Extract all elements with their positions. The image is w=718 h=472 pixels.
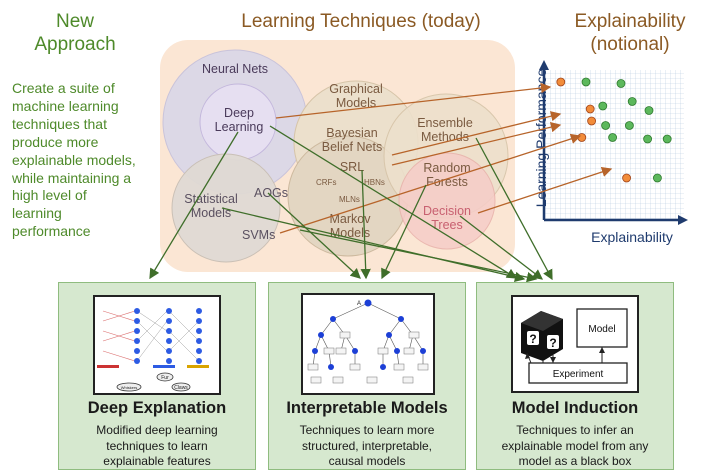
question-mark-1: ? [529, 332, 536, 346]
mlns-label: MLNs [339, 195, 360, 204]
explainability-heading: Explainability (notional) [574, 11, 686, 56]
interpretable-models-title: Interpretable Models [286, 399, 448, 417]
panel-model-induction: ? ? Model Experiment Model Induction Tec… [476, 282, 674, 470]
green-point-0 [581, 77, 591, 87]
panel-interpretable-models: A Interpretable Models Techniques to lea… [268, 282, 466, 470]
x-axis-label: Explainability [591, 229, 673, 245]
green-point-2 [598, 101, 608, 111]
model-induction-image: ? ? Model Experiment [511, 295, 639, 393]
srl-label: SRL [339, 160, 365, 174]
tree-graph-icon: A [307, 299, 429, 384]
whiskers-label: Whiskers [121, 385, 137, 390]
green-point-5 [601, 121, 610, 130]
green-point-9 [662, 134, 672, 144]
svms-label: SVMs [242, 228, 276, 242]
interpretable-models-image: A [301, 293, 435, 395]
crfs-label: CRFs [316, 178, 337, 187]
learning-techniques-heading: Learning Techniques (today) [241, 11, 481, 32]
green-point-7 [608, 133, 617, 142]
new-approach-heading: New Approach [34, 11, 116, 56]
deep-explanation-title: Deep Explanation [87, 399, 227, 417]
green-point-4 [644, 106, 654, 115]
orange-point-2 [587, 116, 596, 126]
aogs-label: AOGs [254, 186, 289, 200]
green-point-8 [643, 134, 652, 144]
neural-nets-label: Neural Nets [202, 62, 268, 76]
orange-point-0 [556, 77, 566, 87]
chart-plot-area [544, 70, 684, 220]
claws-label: Claws [174, 385, 188, 391]
experiment-box-label: Experiment [553, 369, 604, 380]
model-induction-title: Model Induction [511, 399, 639, 417]
green-point-3 [627, 97, 637, 106]
hbns-label: HBNs [364, 178, 385, 187]
green-point-6 [625, 121, 634, 130]
explainability-chart [539, 60, 688, 225]
model-box-label: Model [588, 324, 615, 335]
orange-point-4 [622, 173, 631, 183]
tree-root-label: A [357, 301, 361, 307]
panel-deep-explanation: Fur Whiskers Claws Deep Explanation Modi… [58, 282, 256, 470]
question-mark-2: ? [549, 336, 556, 350]
black-box-icon: ? ? Model Experiment [521, 308, 628, 384]
orange-point-1 [585, 104, 595, 114]
y-axis-arrow [539, 60, 549, 70]
fur-label: Fur [161, 375, 169, 381]
x-axis-arrow [678, 215, 688, 225]
deep-explanation-image: Fur Whiskers Claws [93, 295, 221, 395]
green-point-1 [616, 79, 626, 88]
green-point-10 [652, 173, 662, 183]
neural-network-icon: Fur Whiskers Claws [97, 308, 209, 392]
